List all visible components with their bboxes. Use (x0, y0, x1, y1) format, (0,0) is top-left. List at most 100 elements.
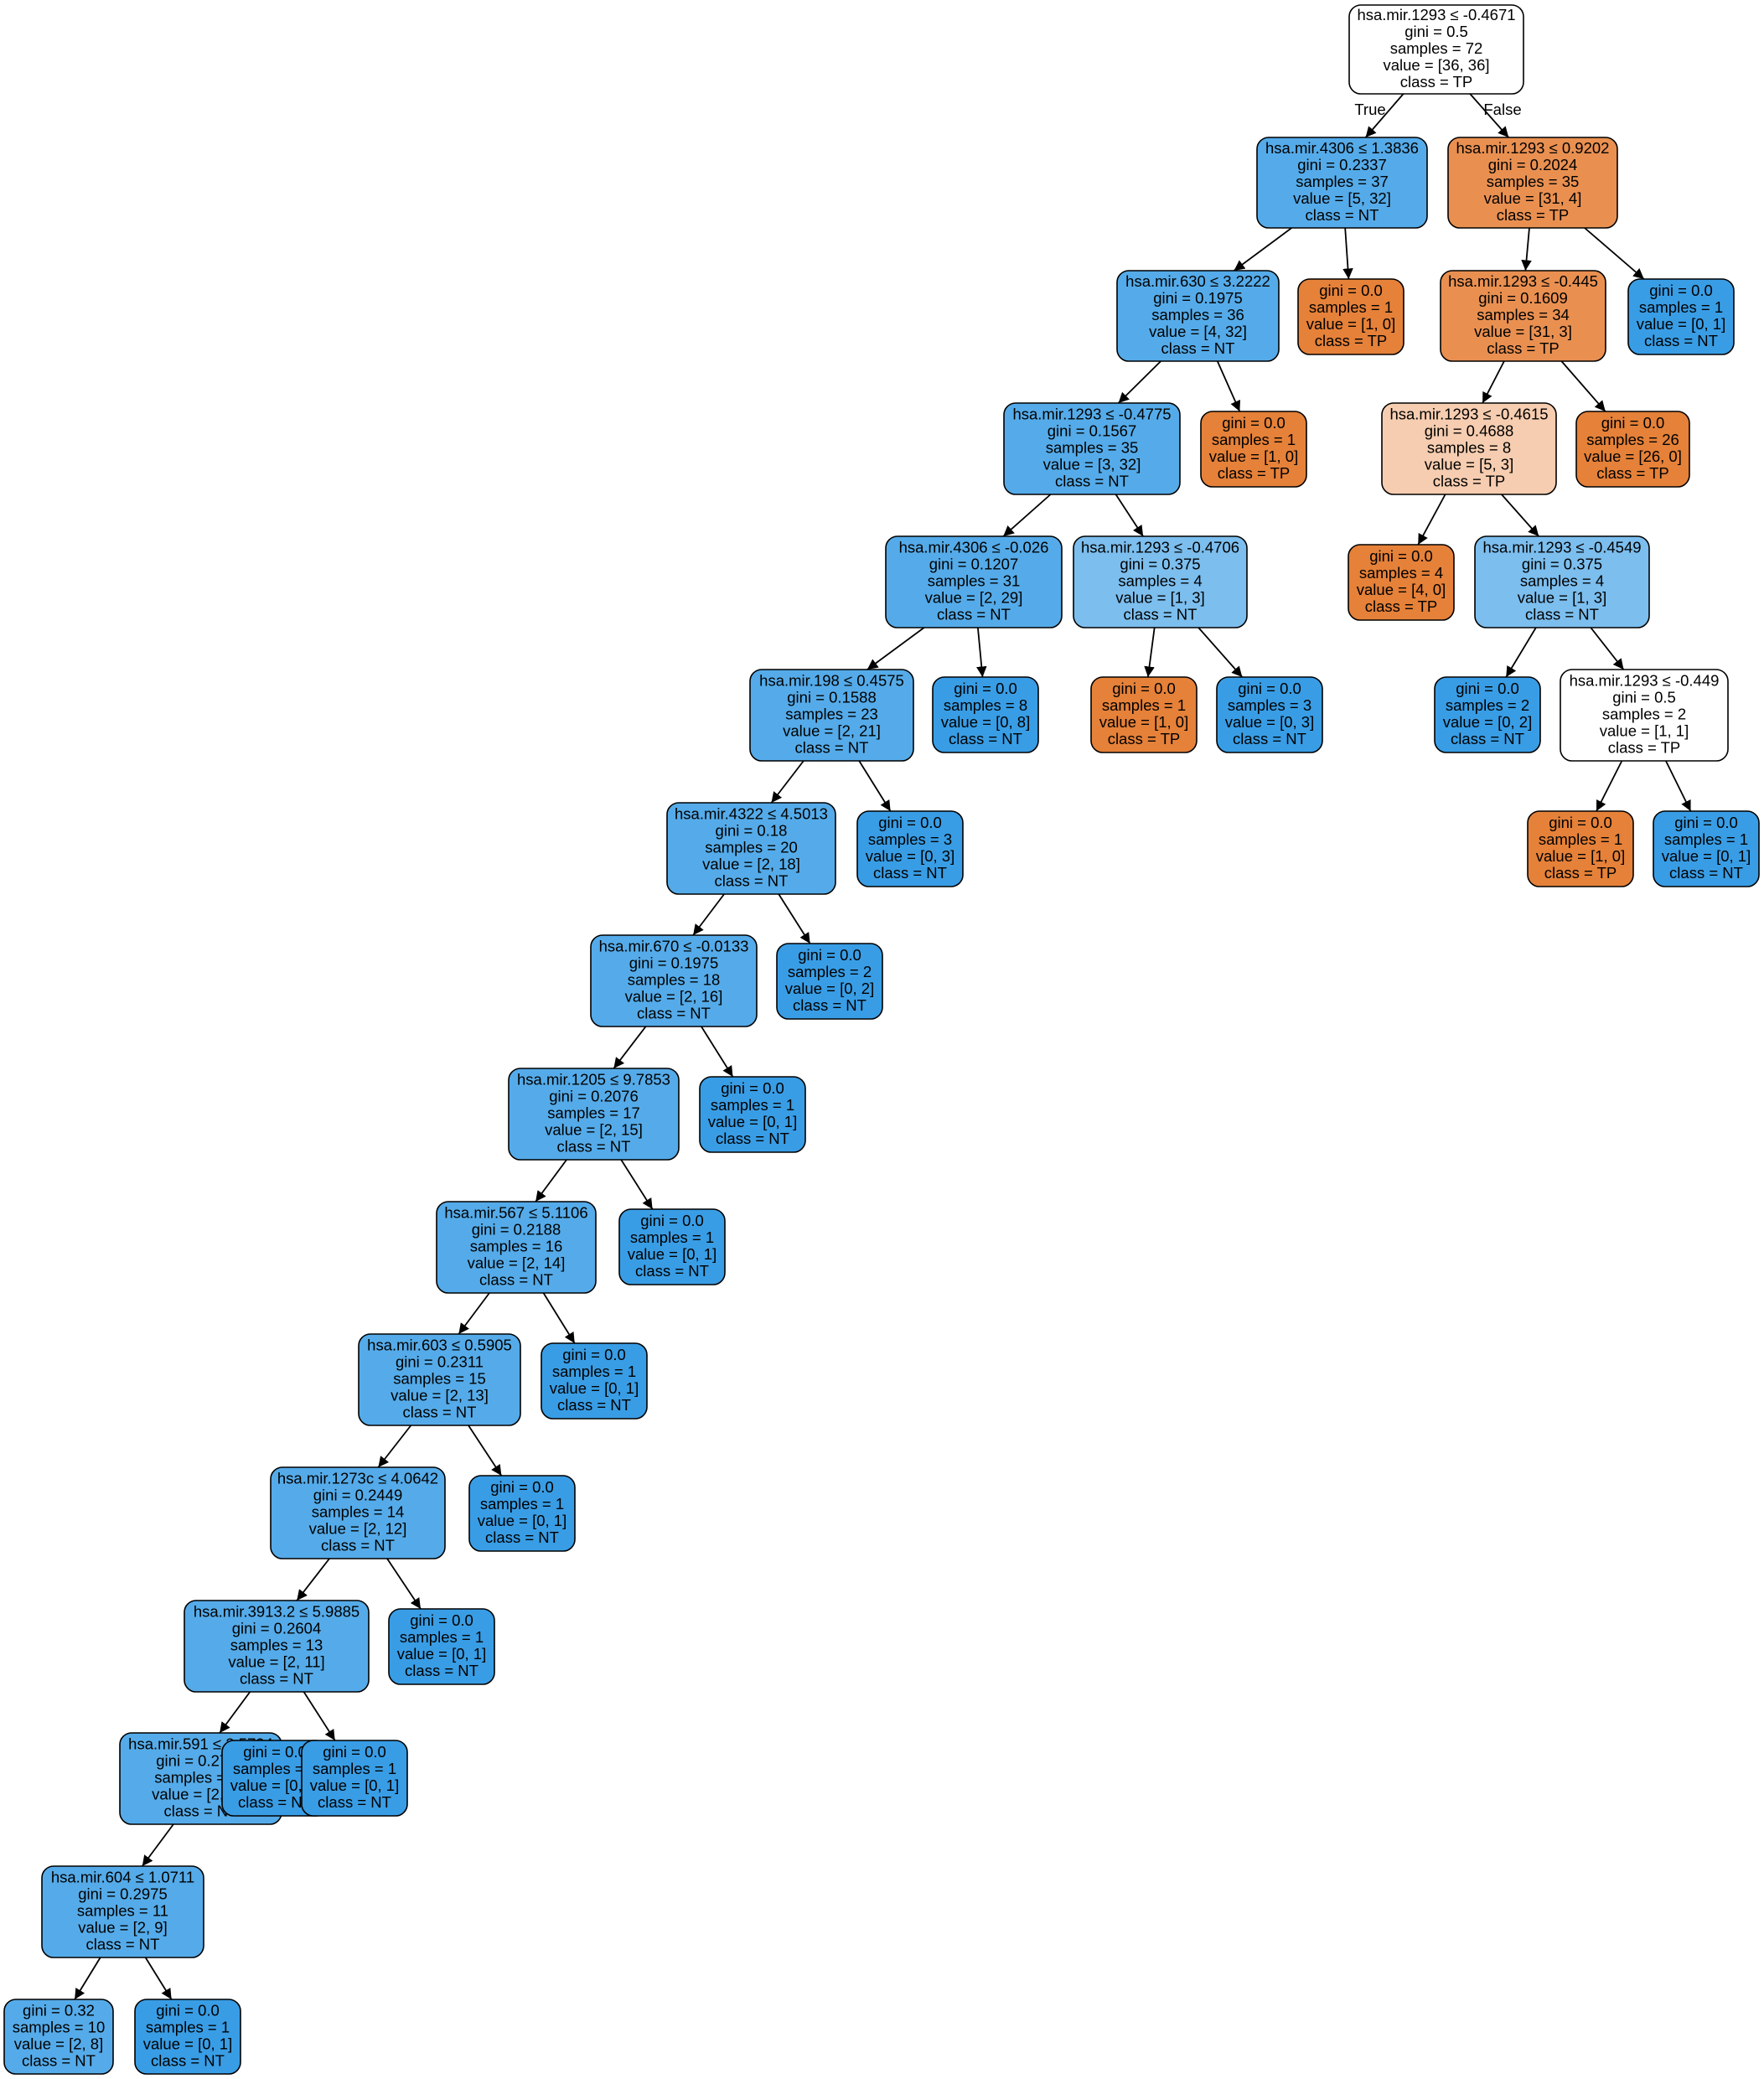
node-text-line: samples = 1 (480, 1495, 564, 1513)
node-text-line: class = NT (637, 1005, 711, 1022)
edge-arrow (1002, 494, 1052, 537)
node-text-line: gini = 0.0 (1601, 414, 1665, 432)
node-text-line: samples = 4 (1520, 572, 1604, 590)
node-text-line: class = NT (1669, 864, 1743, 882)
node-text-line: value = [0, 2] (1443, 713, 1532, 731)
edge-arrow (1117, 360, 1161, 404)
tree-edge (1505, 627, 1537, 678)
node-text-line: hsa.mir.1205 ≤ 9.7853 (517, 1071, 670, 1089)
node-box (1447, 137, 1618, 229)
node-text-line: samples = 37 (1296, 173, 1389, 190)
node-text-line: class = NT (1451, 730, 1524, 747)
node-text-line: samples = 1 (1539, 830, 1622, 848)
node-text-line: gini = 0.2975 (78, 1885, 167, 1903)
node-text-line: hsa.mir.4322 ≤ 4.5013 (675, 805, 828, 823)
node-text-line: gini = 0.0 (323, 1743, 386, 1761)
tree-edge (1501, 494, 1539, 537)
node-text-line: hsa.mir.1293 ≤ -0.4549 (1482, 539, 1641, 556)
node-text-line: gini = 0.2449 (313, 1487, 402, 1504)
node-text-line: gini = 0.1207 (929, 556, 1018, 573)
node-text-line: class = NT (873, 864, 947, 882)
node-text-line: samples = 35 (1487, 173, 1580, 190)
node-text-line: class = NT (238, 1793, 312, 1811)
edge-arrow (219, 1691, 251, 1734)
tree-edge (142, 1823, 174, 1867)
tree-edge (620, 1159, 654, 1210)
node-box (1297, 278, 1404, 355)
node-text-line: gini = 0.0 (878, 814, 942, 831)
node-text-line: class = NT (240, 1670, 313, 1688)
node-text-line: samples = 26 (1586, 431, 1679, 448)
node-text-line: samples = 1 (400, 1628, 484, 1646)
node-text-line: value = [1, 3] (1518, 589, 1606, 607)
node-box (749, 669, 914, 762)
node-text-line: value = [1, 0] (1209, 447, 1298, 465)
node-text-line: value = [0, 1] (143, 2035, 232, 2053)
node-text-line: class = NT (715, 872, 789, 890)
node-text-line: value = [2, 18] (702, 856, 800, 873)
tree-edge (1590, 627, 1625, 670)
node-text-line: value = [31, 3] (1474, 323, 1572, 340)
node-text-line: value = [2, 14] (468, 1254, 566, 1272)
tree-edge (1482, 360, 1505, 404)
node-text-line: value = [0, 2] (785, 980, 874, 997)
node-text-line: gini = 0.2604 (232, 1620, 321, 1637)
edge-arrow (303, 1691, 336, 1741)
node-text-line: class = NT (318, 1793, 391, 1811)
node-text-line: gini = 0.0 (490, 1478, 554, 1496)
edge-arrow (866, 627, 925, 670)
node-box (1627, 278, 1735, 355)
node-text-line: samples = 1 (1639, 298, 1723, 316)
tree-edge (770, 760, 804, 804)
node-text-line: samples = 17 (547, 1104, 640, 1122)
node-text-line: gini = 0.0 (1222, 414, 1285, 432)
node-text-line: gini = 0.1609 (1478, 289, 1567, 307)
node-text-line: class = NT (793, 996, 866, 1014)
node-text-line: hsa.mir.1293 ≤ -0.4706 (1081, 539, 1239, 556)
node-text-line: hsa.mir.4306 ≤ -0.026 (899, 539, 1049, 556)
node-text-line: value = [0, 1] (310, 1776, 399, 1794)
node-box (1073, 535, 1248, 628)
node-box (541, 1342, 648, 1420)
node-box (3, 1999, 114, 2075)
tree-edge (1144, 627, 1156, 678)
node-text-line: samples = 15 (393, 1370, 486, 1388)
tree-edge (778, 893, 811, 944)
tree-edge (535, 1159, 567, 1202)
edge-arrow (976, 627, 987, 678)
node-box (134, 1999, 241, 2075)
node-box (184, 1600, 370, 1693)
edge-arrow (1233, 227, 1292, 272)
node-text-line: gini = 0.2188 (472, 1221, 561, 1239)
node-text-line: hsa.mir.3913.2 ≤ 5.9885 (194, 1603, 360, 1621)
edge-arrow (1665, 760, 1692, 812)
edge-arrow (858, 760, 892, 812)
node-text-line: gini = 0.5 (1612, 689, 1676, 706)
edge-arrow (144, 1957, 173, 2000)
node-text-line: value = [1, 0] (1099, 713, 1188, 731)
node-text-line: class = NT (164, 1802, 238, 1820)
node-text-line: samples = 1 (1212, 431, 1296, 448)
node-text-line: value = [36, 36] (1383, 56, 1489, 74)
node-box (1348, 544, 1455, 621)
tree-edge (303, 1691, 336, 1741)
node-text-line: value = [1, 3] (1115, 589, 1204, 607)
node-text-line: value = [1, 1] (1600, 722, 1689, 740)
node-box (1256, 137, 1428, 229)
node-box (1474, 535, 1650, 628)
node-text-line: class = NT (485, 1528, 559, 1546)
node-text-line: class = NT (1161, 339, 1235, 357)
edge-arrow (468, 1425, 503, 1477)
node-text-line: gini = 0.0 (156, 2002, 220, 2020)
